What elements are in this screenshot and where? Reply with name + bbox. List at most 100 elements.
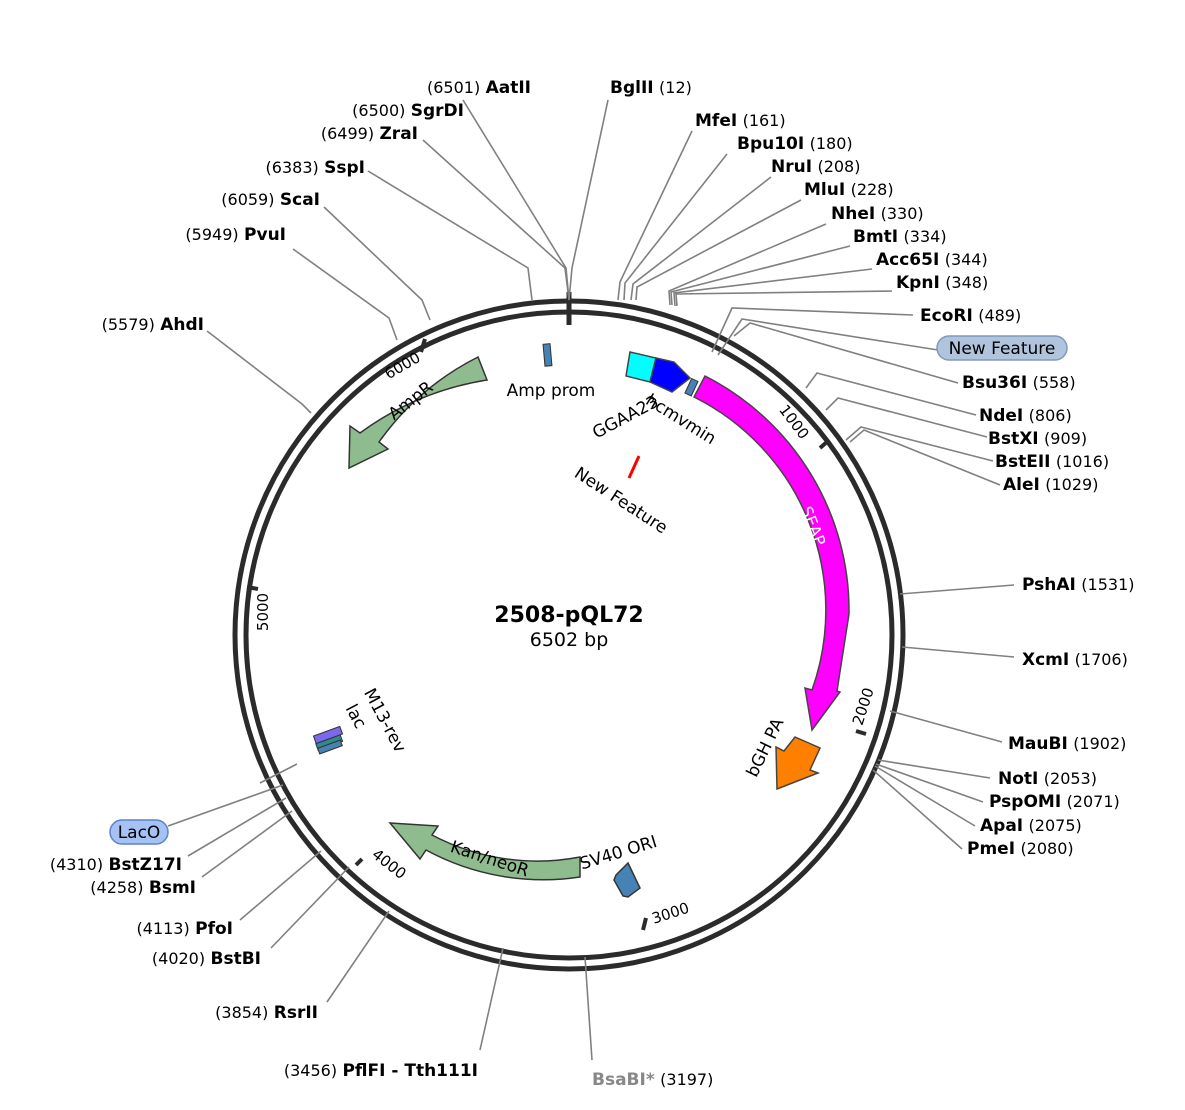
enzyme-label-ahdi[interactable]: (5579) AhdI [102,315,204,335]
enzyme-pos: (330) [881,204,924,223]
ampr-arrow[interactable] [348,355,489,470]
ggaa23-marker[interactable] [684,377,699,397]
enzyme-pos: (558) [1033,373,1076,392]
new-feature-label: New Feature [571,463,671,538]
enzyme-name: RsrII [274,1003,318,1023]
enzyme-pos: (6383) [266,158,319,177]
enzyme-label-nhei[interactable]: NheI (330) [831,204,924,224]
enzyme-label-bsteii[interactable]: BstEII (1016) [995,452,1109,472]
kan-neor-arrow[interactable] [388,822,581,881]
enzyme-label-bsmi[interactable]: (4258) BsmI [90,878,196,898]
enzyme-labels-left: (6501) AatII (6500) SgrDI (6499) ZraI (6… [50,78,531,1081]
enzyme-pos: (180) [810,134,853,153]
enzyme-label-pfoi[interactable]: (4113) PfoI [137,919,233,939]
enzyme-label-sspi[interactable]: (6383) SspI [266,158,365,178]
bgh-pa-arrow[interactable] [775,736,821,791]
lac-marker[interactable] [312,725,344,745]
new-feature-badge[interactable]: New Feature [936,335,1068,361]
enzyme-pos: (6499) [321,124,374,143]
enzyme-pos: (4258) [90,878,143,897]
amp-prom-marker[interactable] [542,343,553,367]
laco-badge-text: LacO [118,823,161,843]
enzyme-name: ApaI [980,816,1023,836]
kan-neor-label: Kan/neoR [448,837,532,881]
enzyme-label-mlui[interactable]: MluI (228) [804,180,894,200]
tick-mark-6000 [419,338,427,353]
enzyme-label-bpu10i[interactable]: Bpu10I (180) [737,134,853,154]
enzyme-label-pshai[interactable]: PshAI (1531) [1022,575,1134,595]
enzyme-label-pmei[interactable]: PmeI (2080) [967,839,1074,859]
tick-mark-1000 [818,439,830,450]
enzyme-pos: (489) [978,306,1021,325]
enzyme-label-bmti[interactable]: BmtI (334) [853,227,947,247]
enzyme-label-maubi[interactable]: MauBI (1902) [1008,734,1126,754]
enzyme-label-nrui[interactable]: NruI (208) [771,157,860,177]
enzyme-label-bsu36i[interactable]: Bsu36I (558) [962,373,1076,393]
enzyme-pos: (228) [851,180,894,199]
enzyme-labels-right: BglII (12) MfeI (161) Bpu10I (180) NruI … [592,78,1134,1090]
enzyme-label-kpni[interactable]: KpnI (348) [896,273,988,293]
enzyme-name: PspOMI [989,792,1061,812]
ampr-label: AmpR [385,377,437,424]
enzyme-name: BstBI [211,949,262,969]
enzyme-label-rsrii[interactable]: (3854) RsrII [215,1003,318,1023]
enzyme-label-noti[interactable]: NotI (2053) [998,769,1097,789]
laco-marker[interactable] [317,739,343,755]
enzyme-label-sgrdi[interactable]: (6500) SgrDI [352,101,464,121]
enzyme-name: EcoRI [920,306,973,326]
seap-arrow[interactable] [692,374,850,732]
plasmid-size: 6502 bp [530,629,609,651]
enzyme-label-alei[interactable]: AleI (1029) [1003,475,1098,495]
enzyme-pos: (806) [1029,406,1072,425]
hcmvmin-segment-b[interactable] [649,357,692,393]
enzyme-pos: (2075) [1029,816,1082,835]
enzyme-label-bsabi[interactable]: BsaBI* (3197) [592,1070,713,1090]
enzyme-label-bstz17i[interactable]: (4310) BstZ17I [50,855,182,875]
enzyme-label-aatii[interactable]: (6501) AatII [427,78,531,98]
enzyme-pos: (334) [904,227,947,246]
enzyme-label-bstxi[interactable]: BstXI (909) [988,429,1087,449]
enzyme-label-bstbi[interactable]: (4020) BstBI [152,949,261,969]
enzyme-label-xcmi[interactable]: XcmI (1706) [1022,650,1128,670]
new-feature-marker[interactable] [627,455,641,479]
enzyme-name: BsaBI* [592,1070,655,1090]
enzyme-name: KpnI [896,273,940,293]
ggaa23-label: GGAA23 [589,392,662,443]
enzyme-name: ZraI [379,124,418,144]
enzyme-name: BsmI [149,878,196,898]
enzyme-pos: (5579) [102,315,155,334]
enzyme-label-acc65i[interactable]: Acc65I (344) [876,250,988,270]
enzyme-pos: (909) [1044,429,1087,448]
enzyme-pos: (1531) [1081,575,1134,594]
enzyme-label-ndei[interactable]: NdeI (806) [979,406,1072,426]
enzyme-label-zrai[interactable]: (6499) ZraI [321,124,418,144]
enzyme-pos: (4020) [152,949,205,968]
tick-mark-3000 [641,917,648,931]
enzyme-name: PshAI [1022,575,1076,595]
enzyme-label-apai[interactable]: ApaI (2075) [980,816,1082,836]
enzyme-label-ecori[interactable]: EcoRI (489) [920,306,1021,326]
enzyme-pos: (5949) [185,225,238,244]
enzyme-pos: (12) [659,78,692,97]
laco-badge[interactable]: LacO [109,819,169,845]
enzyme-label-mfei[interactable]: MfeI (161) [695,111,786,131]
plasmid-name: 2508-pQL72 [494,603,643,628]
sv40-ori-arrow[interactable] [613,861,641,898]
tick-mark-5000 [246,585,259,591]
enzyme-label-pvui[interactable]: (5949) PvuI [185,225,286,245]
enzyme-name: BstXI [988,429,1039,449]
enzyme-pos: (348) [945,273,988,292]
enzyme-label-pflfi-tth111i[interactable]: (3456) PflFI - Tth111I [284,1061,478,1081]
enzyme-pos: (6501) [427,78,480,97]
enzyme-name: BstEII [995,452,1050,472]
enzyme-name: Bpu10I [737,134,804,154]
tick-label-4000: 4000 [368,845,409,883]
enzyme-label-bglii[interactable]: BglII (12) [610,78,692,98]
enzyme-name: ScaI [280,190,320,210]
enzyme-name: BstZ17I [108,855,182,875]
enzyme-label-pspomi[interactable]: PspOMI (2071) [989,792,1120,812]
enzyme-label-scai[interactable]: (6059) ScaI [221,190,320,210]
new-feature-badge-text: New Feature [949,339,1056,359]
enzyme-name: PvuI [244,225,286,245]
enzyme-name: NotI [998,769,1038,789]
